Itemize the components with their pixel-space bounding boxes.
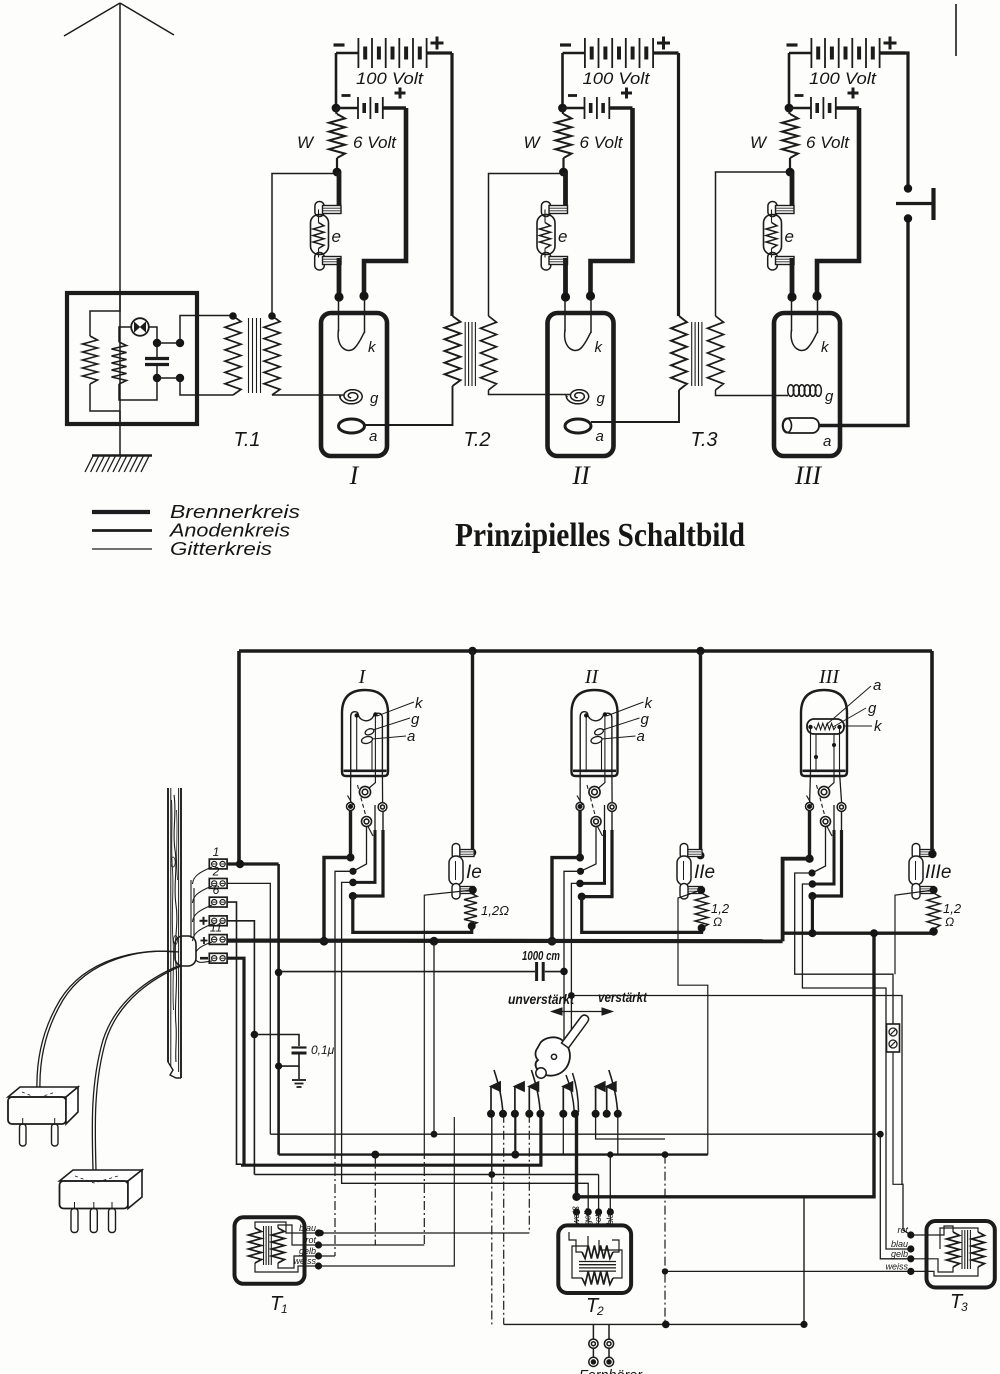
svg-text:k: k — [368, 339, 377, 356]
svg-text:6 Volt: 6 Volt — [580, 134, 624, 152]
svg-text:I: I — [349, 461, 360, 490]
svg-text:Prinzipielles Schaltbild: Prinzipielles Schaltbild — [455, 517, 745, 554]
svg-text:I: I — [358, 666, 367, 688]
svg-text:a: a — [637, 728, 645, 745]
svg-text:weiss: weiss — [885, 1261, 908, 1271]
svg-text:a: a — [596, 428, 604, 445]
svg-text:a: a — [407, 728, 415, 745]
svg-text:IIIe: IIIe — [925, 862, 951, 883]
svg-text:III: III — [818, 666, 840, 688]
svg-text:T.3: T.3 — [690, 429, 717, 451]
svg-text:1,2: 1,2 — [711, 901, 730, 916]
svg-text:gelb: gelb — [583, 1208, 593, 1225]
svg-text:gelb: gelb — [299, 1246, 316, 1256]
svg-text:Gitterkreis: Gitterkreis — [170, 538, 272, 559]
svg-text:unverstärkt: unverstärkt — [508, 992, 574, 1007]
svg-text:IIe: IIe — [694, 862, 715, 883]
svg-text:0,1μ: 0,1μ — [311, 1043, 335, 1057]
svg-text:rot: rot — [305, 1235, 316, 1245]
svg-text:g: g — [868, 700, 877, 717]
svg-text:gelb: gelb — [891, 1249, 908, 1259]
svg-text:T: T — [586, 1295, 600, 1317]
svg-text:a: a — [369, 428, 377, 445]
svg-text:6: 6 — [213, 883, 220, 897]
svg-text:weiß: weiß — [571, 1205, 581, 1225]
svg-text:weiss: weiss — [293, 1256, 316, 1266]
svg-text:e: e — [785, 227, 794, 246]
svg-text:2: 2 — [596, 1304, 604, 1318]
svg-text:T.1: T.1 — [233, 429, 260, 451]
svg-text:blau: blau — [299, 1223, 316, 1233]
svg-text:II: II — [571, 461, 591, 490]
svg-text:1: 1 — [281, 1302, 288, 1316]
svg-text:100 Volt: 100 Volt — [583, 70, 652, 88]
svg-text:blau: blau — [891, 1239, 908, 1249]
svg-text:1000 cm: 1000 cm — [522, 948, 560, 963]
svg-text:3: 3 — [961, 1300, 968, 1314]
svg-text:a: a — [823, 433, 831, 450]
svg-text:Fernhörer: Fernhörer — [579, 1368, 643, 1374]
svg-text:verstärkt: verstärkt — [598, 990, 647, 1005]
svg-text:T.2: T.2 — [463, 429, 490, 451]
svg-text:II: II — [584, 666, 600, 688]
svg-text:Anodenkreis: Anodenkreis — [169, 520, 290, 541]
svg-text:W: W — [750, 133, 768, 152]
svg-text:k: k — [821, 339, 830, 356]
svg-text:III: III — [794, 461, 822, 490]
svg-text:blau: blau — [605, 1208, 615, 1225]
svg-text:rot: rot — [593, 1214, 603, 1225]
svg-text:e: e — [332, 227, 341, 246]
svg-text:T: T — [950, 1291, 964, 1313]
svg-text:rot: rot — [897, 1225, 908, 1235]
svg-text:1,2: 1,2 — [943, 901, 962, 916]
svg-text:g: g — [825, 388, 834, 405]
svg-text:k: k — [874, 718, 883, 735]
svg-text:Ω: Ω — [945, 915, 954, 929]
svg-text:g: g — [370, 390, 379, 407]
svg-text:100 Volt: 100 Volt — [809, 70, 878, 88]
svg-text:11: 11 — [210, 921, 222, 935]
svg-text:1,2Ω: 1,2Ω — [481, 903, 509, 918]
svg-text:g: g — [641, 711, 650, 728]
svg-text:Ω: Ω — [713, 915, 722, 929]
svg-text:6 Volt: 6 Volt — [806, 134, 850, 152]
svg-text:e: e — [558, 227, 567, 246]
svg-text:g: g — [597, 390, 606, 407]
svg-text:k: k — [415, 695, 424, 712]
svg-text:1: 1 — [213, 845, 220, 859]
svg-text:100 Volt: 100 Volt — [356, 70, 425, 88]
svg-text:Brennerkreis: Brennerkreis — [170, 501, 300, 522]
svg-text:T: T — [270, 1293, 284, 1315]
svg-text:k: k — [595, 339, 604, 356]
svg-text:6 Volt: 6 Volt — [353, 134, 397, 152]
svg-text:Ie: Ie — [466, 862, 482, 883]
svg-text:W: W — [297, 133, 315, 152]
svg-text:W: W — [523, 133, 541, 152]
svg-text:2: 2 — [212, 864, 220, 878]
svg-text:g: g — [411, 711, 420, 728]
svg-text:k: k — [645, 695, 654, 712]
svg-text:a: a — [873, 677, 881, 694]
